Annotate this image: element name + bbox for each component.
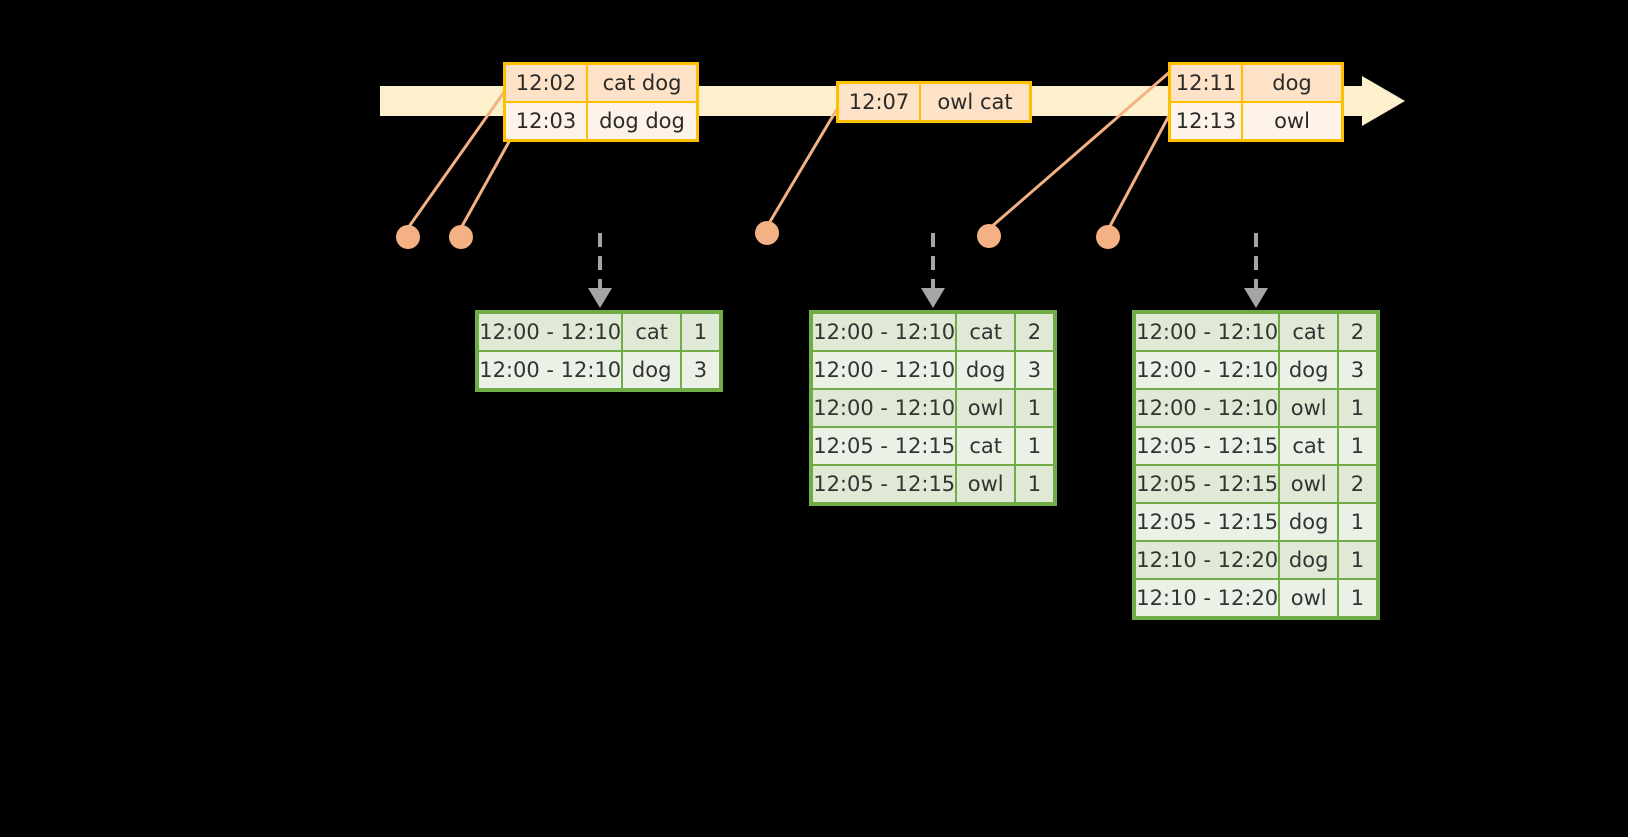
cell-window: 12:05 - 12:15 — [1135, 503, 1280, 541]
event-row: 12:13 owl — [1170, 102, 1342, 140]
cell-window: 12:10 - 12:20 — [1135, 541, 1280, 579]
cell-count: 2 — [1337, 465, 1377, 503]
connector-dot-1 — [396, 225, 420, 249]
cell-window: 12:10 - 12:20 — [1135, 579, 1280, 617]
cell-count: 3 — [1014, 351, 1054, 389]
cell-window: 12:05 - 12:15 — [812, 427, 957, 465]
event-time: 12:03 — [505, 102, 587, 140]
cell-count: 1 — [1014, 389, 1054, 427]
leader-line-3 — [766, 103, 842, 226]
cell-count: 1 — [680, 313, 720, 351]
cell-count: 1 — [1337, 503, 1377, 541]
cell-count: 1 — [1337, 389, 1377, 427]
cell-count: 2 — [1014, 313, 1054, 351]
event-time: 12:02 — [505, 64, 587, 102]
event-row: 12:07 owl cat — [838, 83, 1030, 121]
cell-count: 3 — [680, 351, 720, 389]
cell-window: 12:05 - 12:15 — [812, 465, 957, 503]
event-row: 12:02 cat dog — [505, 64, 697, 102]
cell-count: 1 — [1337, 427, 1377, 465]
cell-window: 12:00 - 12:10 — [1135, 351, 1280, 389]
cell-word: cat — [622, 313, 681, 351]
event-box-2: 12:07 owl cat — [836, 81, 1032, 123]
cell-word: owl — [1279, 579, 1338, 617]
cell-word: cat — [1279, 313, 1338, 351]
cell-window: 12:00 - 12:10 — [478, 351, 623, 389]
cell-word: cat — [1279, 427, 1338, 465]
event-time: 12:13 — [1170, 102, 1242, 140]
cell-word: owl — [956, 389, 1015, 427]
cell-word: owl — [956, 465, 1015, 503]
event-words: cat dog — [587, 64, 697, 102]
event-box-1: 12:02 cat dog 12:03 dog dog — [503, 62, 699, 142]
cell-window: 12:05 - 12:15 — [1135, 465, 1280, 503]
cell-word: dog — [1279, 541, 1338, 579]
event-words: dog — [1242, 64, 1342, 102]
cell-window: 12:00 - 12:10 — [812, 351, 957, 389]
timeline-arrowhead-icon — [1362, 76, 1405, 126]
cell-window: 12:00 - 12:10 — [1135, 389, 1280, 427]
cell-count: 1 — [1337, 541, 1377, 579]
event-words: owl cat — [920, 83, 1030, 121]
cell-window: 12:05 - 12:15 — [1135, 427, 1280, 465]
event-words: dog dog — [587, 102, 697, 140]
cell-window: 12:00 - 12:10 — [812, 389, 957, 427]
leader-line-5 — [1107, 109, 1174, 229]
event-row: 12:03 dog dog — [505, 102, 697, 140]
cell-word: owl — [1279, 389, 1338, 427]
cell-window: 12:00 - 12:10 — [478, 313, 623, 351]
dashed-arrow-head-1 — [588, 288, 612, 308]
dashed-arrow-head-3 — [1244, 288, 1268, 308]
cell-count: 3 — [1337, 351, 1377, 389]
cell-count: 1 — [1337, 579, 1377, 617]
cell-word: cat — [956, 313, 1015, 351]
event-row: 12:11 dog — [1170, 64, 1342, 102]
event-time: 12:07 — [838, 83, 920, 121]
cell-window: 12:00 - 12:10 — [1135, 313, 1280, 351]
cell-window: 12:00 - 12:10 — [812, 313, 957, 351]
leader-line-1 — [406, 87, 509, 229]
connector-dot-5 — [1096, 225, 1120, 249]
cell-word: cat — [956, 427, 1015, 465]
cell-count: 2 — [1337, 313, 1377, 351]
event-time: 12:11 — [1170, 64, 1242, 102]
cell-count: 1 — [1014, 427, 1054, 465]
leader-line-4 — [989, 68, 1173, 230]
connector-dot-2 — [449, 225, 473, 249]
cell-word: dog — [1279, 503, 1338, 541]
dashed-arrow-head-2 — [921, 288, 945, 308]
cell-count: 1 — [1014, 465, 1054, 503]
connector-dot-4 — [977, 224, 1001, 248]
cell-word: dog — [1279, 351, 1338, 389]
event-box-3: 12:11 dog 12:13 owl — [1168, 62, 1344, 142]
event-words: owl — [1242, 102, 1342, 140]
connector-dot-3 — [755, 221, 779, 245]
cell-word: dog — [622, 351, 681, 389]
cell-word: owl — [1279, 465, 1338, 503]
cell-word: dog — [956, 351, 1015, 389]
